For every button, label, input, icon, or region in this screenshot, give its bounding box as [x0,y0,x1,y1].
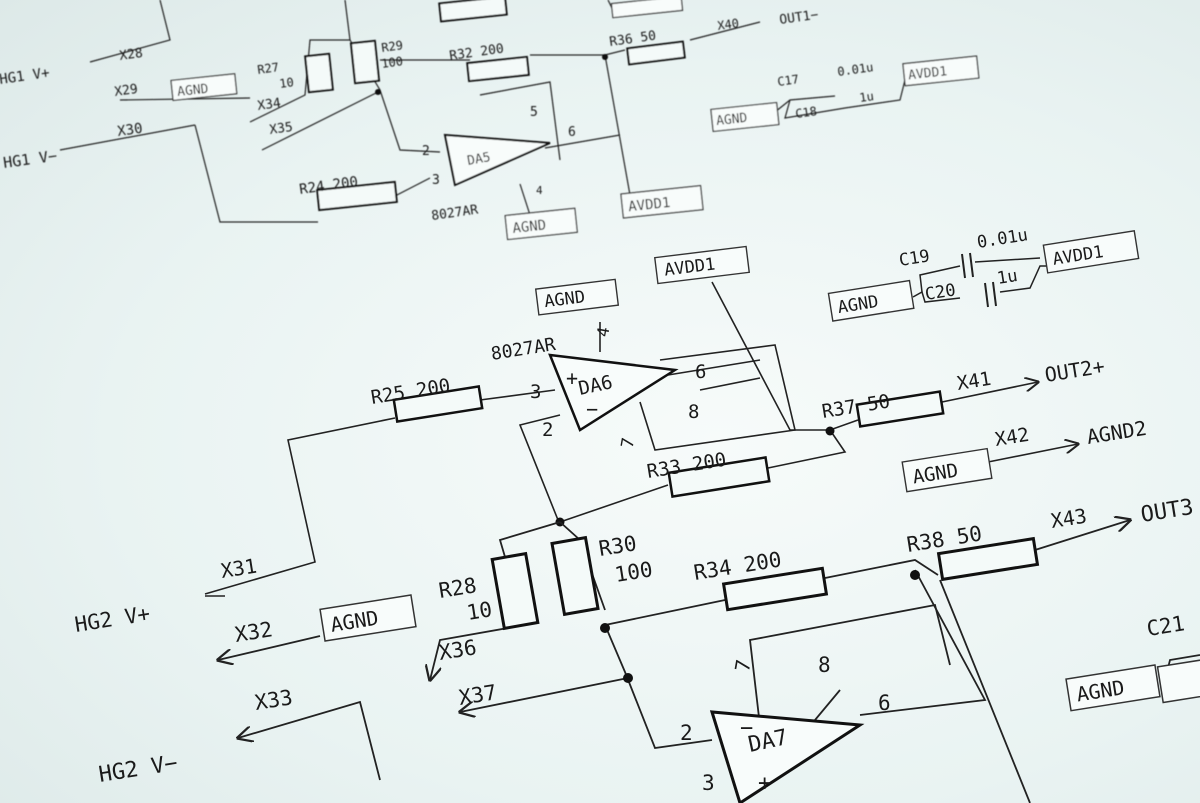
x34-label: X34 [256,96,282,114]
r30-value: 100 [613,557,654,587]
x42-label: X42 [993,424,1030,451]
da7-pin-2: 2 [680,721,693,745]
da7-pin-7: 7 [730,658,756,674]
r28-ref: R28 [437,573,478,603]
da5-pin-4: 4 [536,184,543,197]
top-section: HG1 V+ HG1 V− X28 X29 X30 X34 X35 X40 OU… [0,0,980,241]
middle-section: R25 200 R37 50 R33 200 DA6 8027AR + − 3 … [73,225,1148,637]
hg1-vplus-label: HG1 V+ [0,65,51,88]
x43-label: X43 [1049,504,1088,533]
r27-value: 10 [278,75,294,91]
c20-ref: C20 [924,280,957,305]
da5-pin-6: 6 [568,125,576,140]
agnd-box-da6: AGND [543,287,586,312]
x33-label: X33 [253,685,294,715]
r29-ref: R29 [380,38,403,55]
da7-pin-8: 8 [818,653,831,677]
x29-label: X29 [113,82,138,100]
agnd-box-da5: AGND [512,217,547,236]
da7-plus: + [758,771,771,796]
da7-minus: − [740,716,753,741]
out3-label: OUT3 [1139,495,1195,528]
c19-ref: C19 [898,246,931,271]
c17-value: 0.01u [836,60,874,79]
c18-value: 1u [858,89,874,105]
da6-pin-7: 7 [618,436,639,450]
da6-pin-8: 8 [688,401,699,423]
da6-pin-6: 6 [695,361,706,383]
c18-ref: C18 [794,104,817,121]
agnd2-label: AGND2 [1085,416,1148,449]
out2-plus-label: OUT2+ [1043,354,1106,387]
da6-pin-4: 4 [593,325,613,338]
hg2-vplus-label: HG2 V+ [73,601,152,637]
r30-ref: R30 [597,531,638,561]
bottom-section: R28 10 R30 100 R34 200 R38 50 DA7 − + 2 … [97,495,1200,803]
avdd-box-c17: AVDD1 [907,64,947,83]
out1-minus-label: OUT1− [778,8,819,28]
da7-pin-3: 3 [702,771,715,795]
x28-label: X28 [118,46,143,64]
c17-ref: C17 [776,72,799,89]
da6-part: 8027AR [489,334,557,365]
c19-value: 0.01u [976,225,1030,253]
agnd-box-c18: AGND [715,111,748,129]
da5-pin-2: 2 [422,144,430,159]
r27-ref: R27 [256,60,279,77]
r36-ref: R36 50 [608,29,657,50]
x41-label: X41 [955,368,992,395]
da5-pin-3: 3 [432,173,440,188]
x36-label: X36 [437,635,478,665]
da6-minus: − [586,397,598,421]
r28-value: 10 [465,597,494,625]
x35-label: X35 [268,120,293,138]
c20-value: 1u [996,266,1019,289]
da5-pin-5: 5 [530,105,538,120]
da6-plus: + [566,366,578,390]
da6-pin-3: 3 [530,381,541,403]
r29-value: 100 [380,54,403,71]
da6-pin-2: 2 [542,419,553,441]
agnd-box-x29: AGND [177,82,210,100]
da5-ref: DA5 [466,150,492,169]
hg2-vminus-label: HG2 V− [97,751,179,788]
x32-label: X32 [233,617,274,647]
hg1-vminus-label: HG1 V− [2,147,58,172]
da5-part: 8027AR [430,203,479,224]
x30-label: X30 [116,121,143,140]
avdd-box-da5: AVDD1 [628,195,672,215]
x37-label: X37 [457,680,498,710]
x31-label: X31 [219,554,258,583]
c21-ref: C21 [1145,611,1186,641]
x40-label: X40 [716,16,739,33]
da7-pin-6: 6 [878,691,891,715]
